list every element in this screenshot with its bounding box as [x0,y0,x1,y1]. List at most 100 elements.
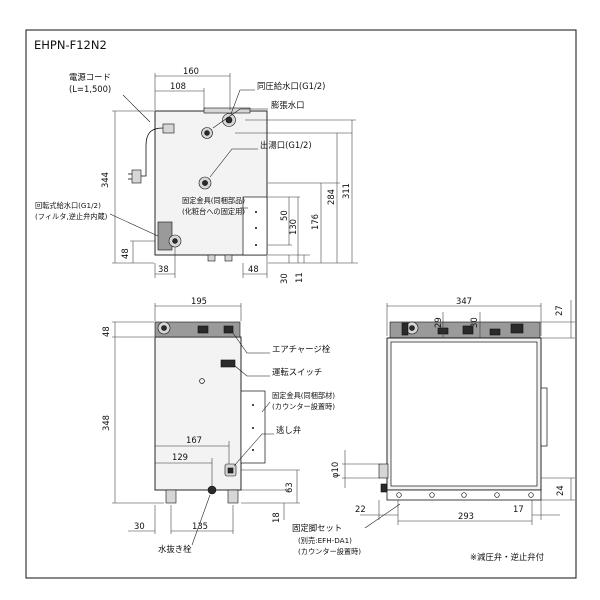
leader-line [261,401,271,413]
top-stand-base [386,489,542,501]
dim-label: 27 [554,305,564,316]
front-foot [227,489,239,504]
top-inlet-stub [378,463,389,479]
leader-line [109,213,159,237]
relief-valve-lever [227,467,234,474]
top-side-handle [540,387,548,447]
leader-line [230,89,255,115]
plate-hole [252,427,254,429]
dim-label: 38 [158,264,169,274]
sheet-frame [25,29,577,579]
leader-line [234,365,270,377]
leader-line [364,503,401,529]
top-fitting-core [409,325,415,331]
leader-line [191,494,211,546]
dim-label: 284 [326,189,336,205]
dim-label: 30 [279,273,289,284]
callout-fixing-metal-purpose: (化粧台への固定用) [182,207,245,216]
dim-label: 167 [186,435,202,445]
footnote: ※減圧弁・逆止弁付 [470,552,544,562]
side-foot [224,254,233,262]
top-fitting [401,322,409,336]
plate-hole [255,244,257,246]
callout-drain-plug: 水抜き栓 [158,544,192,554]
dim-label: 176 [310,214,320,230]
leader-line [122,94,151,123]
callout-run-switch: 運転スイッチ [272,367,322,377]
front-fitting-core [161,325,167,331]
top-drain-stub [380,483,388,493]
top-fitting [462,325,474,335]
plate-hole [255,227,257,229]
stand-foot-icon [429,492,435,498]
dim-label: 24 [555,485,565,496]
callout-fixing-metal: 固定金具(同梱部材) [272,391,335,400]
callout-same-pressure-inlet: 同圧給水口(G1/2) [257,81,325,91]
expansion-outlet-core [204,130,210,136]
side-view: 160 108 344 48 38 48 50 130 30 [35,66,358,284]
stand-foot-icon [528,492,534,498]
plate-hole [252,449,254,451]
callout-stand-set-purpose: (カウンター設置時) [298,547,361,556]
callout-air-charge-plug: エアチャージ栓 [272,344,331,354]
dim-label: 50 [279,210,289,221]
callout-hot-outlet: 出湯口(G1/2) [260,140,312,150]
callout-fixing-metal-purpose: (カウンター設置時) [272,402,335,411]
side-foot [207,254,216,262]
dim-label: 160 [183,66,199,76]
front-top-fittings [154,321,241,338]
callout-power-cord: 電源コード [69,72,111,82]
model-title: EHPN-F12N2 [34,38,107,52]
callout-stand-set: 固定脚セット [292,523,342,533]
top-view: 347 29 30 27 φ10 22 293 17 24 固定脚セット (別売… [292,296,575,556]
dim-label: φ10 [330,462,340,478]
dim-label: 130 [288,219,298,235]
callout-rotary-inlet: 回転式給水口(G1/2) [35,201,101,210]
dim-label: 48 [120,248,130,259]
dim-label: 129 [172,452,188,462]
dim-label: 135 [192,521,208,531]
front-indicator-icon [199,378,205,384]
side-fixing-plate [242,196,268,256]
callout-power-cord-length: (L=1,500) [69,84,111,94]
dim-label: 30 [134,521,145,531]
leader-line [212,108,268,129]
top-body-inner [390,341,538,487]
callout-stand-set-option: (別売:EFH-DA1) [298,536,352,545]
rotary-inlet-body [157,221,173,251]
dim-label: 344 [100,172,110,188]
callout-fixing-metal: 固定金具(同梱部品) [182,196,245,205]
stand-foot-icon [461,492,467,498]
dim-label: 29 [433,317,443,328]
hot-outlet-core [202,180,208,186]
dim-label: 17 [513,504,524,514]
front-view: 195 48 348 167 129 63 18 30 135 エアチャージ栓 … [101,296,335,554]
leader-line [233,433,274,467]
stand-foot-icon [494,492,500,498]
dim-label: 311 [341,183,351,199]
dim-label: 48 [101,326,111,337]
rotary-inlet-core [172,238,178,244]
dim-label: 293 [458,511,474,521]
front-fitting [197,325,209,334]
top-fitting [510,323,524,334]
power-plug [131,169,142,184]
dim-label: 347 [456,296,472,306]
dim-label: 18 [271,512,281,523]
front-foot [165,489,177,504]
dim-label: 11 [294,272,304,283]
dim-label: 48 [248,264,259,274]
cord-clamp [162,123,175,134]
leader-line [232,332,270,354]
callout-rotary-inlet-detail: (フィルタ,逆止弁内蔵) [35,212,108,221]
plate-hole [252,404,254,406]
dim-label: 30 [469,317,479,328]
dim-label: 195 [191,296,207,306]
callout-relief-valve: 逃し弁 [276,425,301,435]
dim-label: 348 [101,415,111,431]
stand-foot-icon [396,492,402,498]
power-cord [140,127,164,177]
side-top-rail [203,107,251,114]
